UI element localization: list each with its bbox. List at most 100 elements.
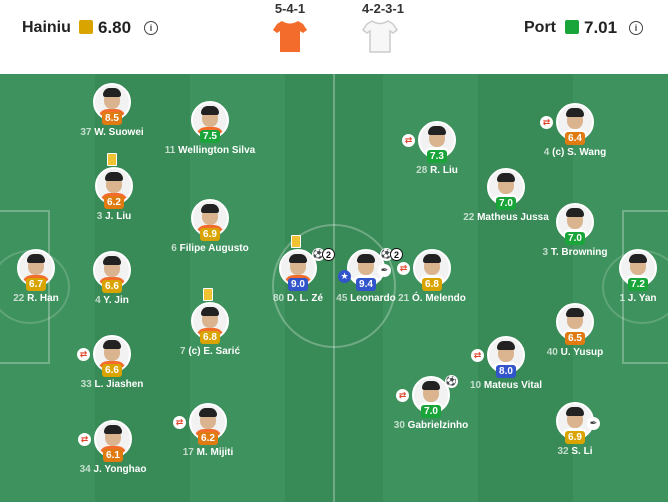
player-name-label: 4 Y. Jin: [52, 295, 172, 307]
goal-ball-icon: ⚽: [445, 375, 458, 388]
avatar-hair: [199, 408, 217, 417]
player-number: 40: [546, 347, 558, 358]
player-name-label: 22 R. Han: [0, 293, 96, 305]
player-number: 6: [171, 243, 177, 254]
player-number: 32: [557, 446, 569, 457]
player-name: R. Liu: [430, 165, 458, 176]
away-rating-square: [565, 20, 579, 34]
avatar-hair: [201, 307, 219, 316]
player-rating-badge: 7.0: [565, 232, 585, 245]
player-name: J. Yan: [627, 293, 657, 304]
player-name-label: 33 L. Jiashen: [52, 379, 172, 391]
substitution-icon: ⇄: [471, 349, 484, 362]
player-name-label: 30 Gabrielzinho: [371, 420, 491, 432]
away-team-name[interactable]: Port: [524, 19, 556, 36]
player-name: L. Jiashen: [94, 379, 144, 390]
player-name-label: 45 Leonardo: [306, 293, 426, 305]
player-name: Leonardo: [350, 293, 396, 304]
avatar-hair: [497, 173, 515, 182]
away-info-icon[interactable]: i: [629, 21, 643, 35]
player-name: Mateus Vital: [483, 380, 543, 391]
avatar-hair: [566, 407, 584, 416]
player-number: 21: [398, 293, 410, 304]
player-rating-badge: 6.2: [104, 196, 124, 209]
substitution-icon: ⇄: [402, 134, 415, 147]
home-team-name[interactable]: Hainiu: [22, 19, 71, 36]
player-avatar[interactable]: [556, 203, 594, 241]
player-rating-badge: 6.6: [102, 280, 122, 293]
player-name-label: 7 (c) E. Sarić: [150, 346, 270, 358]
avatar-hair: [497, 341, 515, 350]
player-name: J. Liu: [105, 211, 132, 222]
player-name: T. Browning: [550, 247, 608, 258]
player-rating-badge: 6.6: [102, 364, 122, 377]
goal-count-icon: 2: [390, 248, 403, 261]
player-rating-badge: 7.0: [496, 197, 516, 210]
player-number: 28: [416, 165, 428, 176]
player-name-label: 3 T. Browning: [515, 247, 635, 259]
away-team-rating: 7.01: [584, 18, 618, 37]
player-rating-badge: 8.5: [102, 112, 122, 125]
avatar-hair: [566, 208, 584, 217]
player-number: 22: [463, 212, 475, 223]
substitution-icon: ⇄: [540, 116, 553, 129]
player-rating-badge: 6.2: [198, 432, 218, 445]
player-name-label: 40 U. Yusup: [515, 347, 635, 359]
goal-ball-icon: ⚽: [312, 248, 325, 261]
player-of-match-star-icon: ★: [338, 270, 351, 283]
avatar-hair: [428, 126, 446, 135]
player-rating-badge: 6.8: [422, 278, 442, 291]
player-name: (c) S. Wang: [552, 147, 607, 158]
center-circle: [272, 224, 396, 348]
player-name-label: 22 Matheus Jussa: [446, 212, 566, 224]
player-name-label: 1 J. Yan: [578, 293, 668, 305]
substitution-icon: ⇄: [173, 416, 186, 429]
assist-boot-icon: ✒: [378, 264, 391, 277]
player-name-label: 3 J. Liu: [54, 211, 174, 223]
avatar-hair: [289, 254, 307, 263]
avatar-hair: [201, 106, 219, 115]
player-number: 4: [95, 295, 101, 306]
player-name: Wellington Silva: [178, 145, 256, 156]
player-rating-badge: 6.9: [565, 431, 585, 444]
player-name: Ó. Melendo: [412, 293, 466, 304]
home-kit-icon: [273, 21, 307, 52]
player-name-label: 17 M. Mijiti: [148, 447, 268, 459]
player-number: 3: [542, 247, 549, 258]
substitution-icon: ⇄: [396, 389, 409, 402]
player-rating-badge: 6.4: [565, 132, 585, 145]
player-name-label: 6 Filipe Augusto: [150, 243, 270, 255]
avatar-hair: [105, 172, 123, 181]
substitution-icon: ⇄: [78, 433, 91, 446]
player-rating-badge: 7.5: [200, 130, 220, 143]
player-rating-badge: 7.3: [427, 150, 447, 163]
player-number: 22: [13, 293, 25, 304]
away-formation: 4-2-3-1: [362, 1, 404, 16]
player-rating-badge: 6.8: [200, 331, 220, 344]
player-name: (c) E. Sarić: [188, 346, 241, 357]
player-number: 10: [469, 380, 482, 391]
avatar-hair: [27, 254, 45, 263]
avatar-hair: [566, 308, 584, 317]
avatar-hair: [103, 340, 121, 349]
player-rating-badge: 7.2: [628, 278, 648, 291]
player-name-label: 80 D. L. Zé: [238, 293, 358, 305]
match-header: Hainiu 6.80 i 5-4-1 4-2-3-1 Port 7.01 i: [0, 0, 668, 74]
goal-ball-icon: ⚽: [380, 248, 393, 261]
player-name: W. Suowei: [94, 127, 144, 138]
assist-boot-icon: ✒: [587, 417, 600, 430]
player-number: 80: [272, 293, 285, 304]
player-number: 1: [619, 293, 626, 304]
player-number: 37: [80, 127, 92, 138]
home-formation: 5-4-1: [274, 1, 306, 16]
player-rating-badge: 6.9: [200, 228, 220, 241]
player-name-label: 34 J. Yonghao: [53, 464, 173, 476]
player-number: 33: [80, 379, 92, 390]
player-rating-badge: 6.7: [26, 278, 46, 291]
yellow-card-icon: [107, 153, 117, 166]
home-info-icon[interactable]: i: [144, 21, 158, 35]
player-rating-badge: 9.0: [288, 278, 308, 291]
home-rating-square: [79, 20, 93, 34]
avatar-hair: [104, 425, 122, 434]
yellow-card-icon: [203, 288, 213, 301]
